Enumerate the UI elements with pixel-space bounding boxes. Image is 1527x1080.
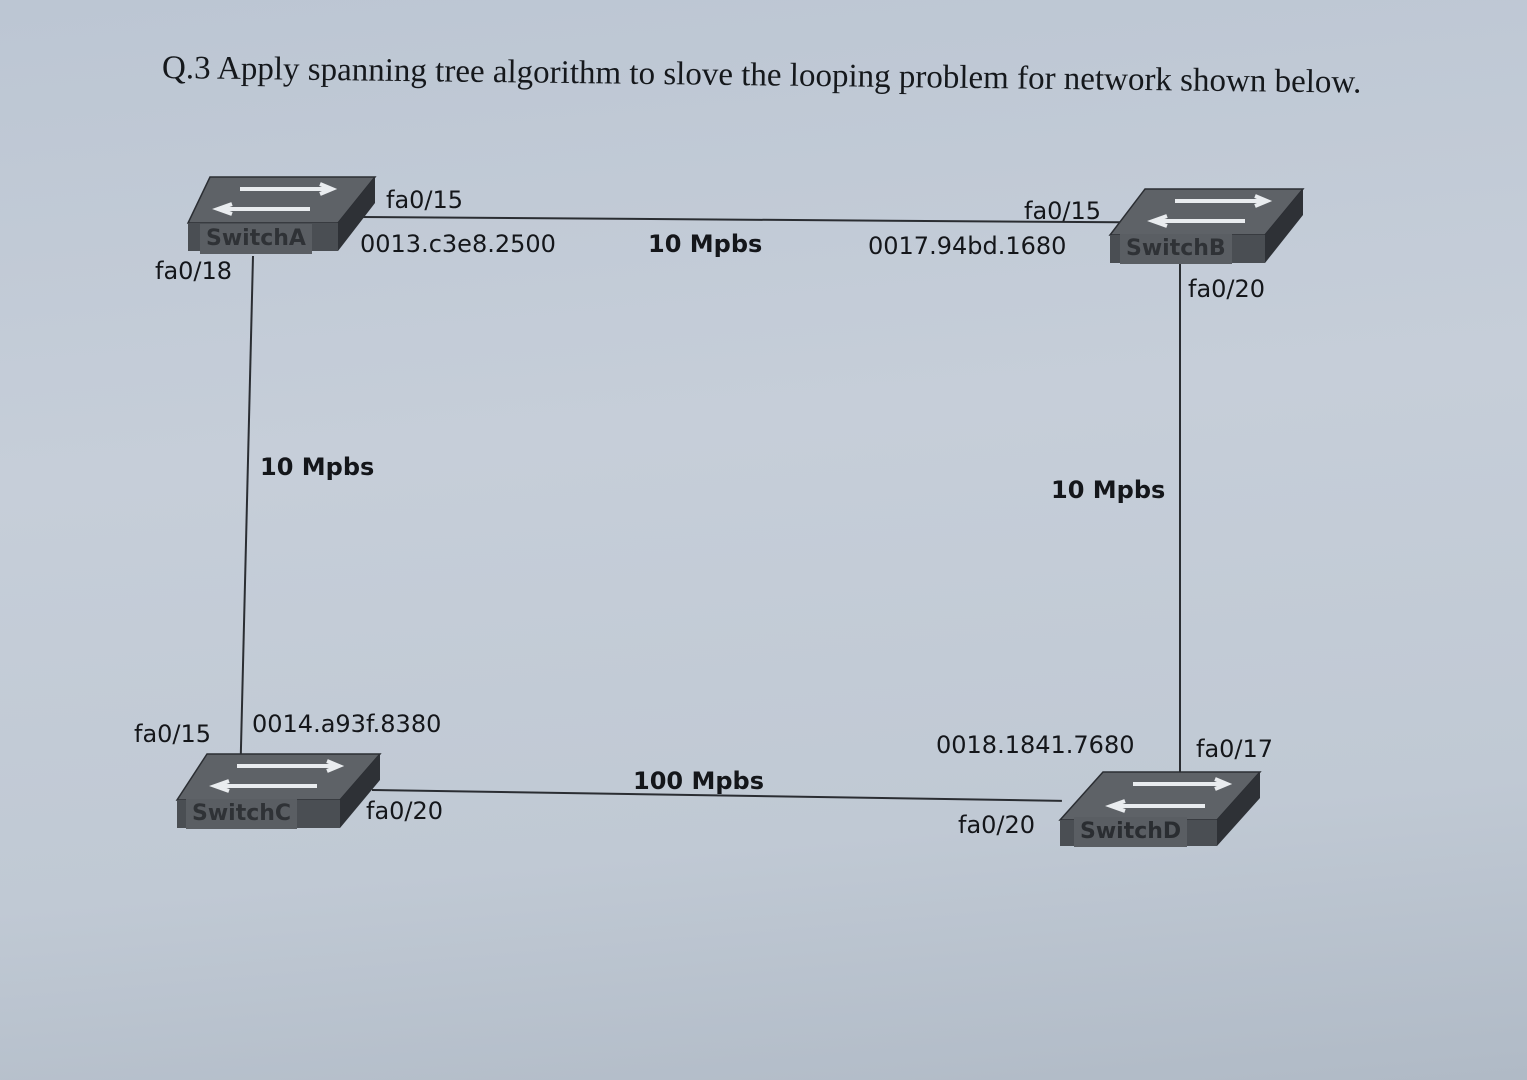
port-a-ac: fa0/18: [155, 257, 233, 285]
port-d-cd: fa0/20: [958, 811, 1036, 839]
port-c-ac: fa0/15: [134, 720, 212, 748]
port-b-bd: fa0/20: [1188, 275, 1266, 303]
link-bd-speed: 10 Mpbs: [1051, 476, 1166, 504]
switch-a-mac: 0013.c3e8.2500: [360, 230, 556, 258]
port-d-bd: fa0/17: [1196, 735, 1274, 763]
switch-b-label: SwitchB: [1120, 234, 1232, 264]
switch-a-label: SwitchA: [200, 224, 312, 254]
switch-b-mac: 0017.94bd.1680: [868, 232, 1067, 260]
switch-d-mac: 0018.1841.7680: [936, 731, 1135, 759]
link-a-b: [359, 216, 1120, 224]
switch-c-label: SwitchC: [186, 799, 298, 829]
port-c-cd: fa0/20: [366, 797, 444, 825]
link-ac-speed: 10 Mpbs: [260, 453, 375, 481]
switch-d-label: SwitchD: [1074, 817, 1188, 847]
link-b-d: [1179, 262, 1181, 782]
question-text: Q.3 Apply spanning tree algorithm to slo…: [161, 50, 1362, 101]
port-a-ab: fa0/15: [386, 186, 464, 214]
switch-c-mac: 0014.a93f.8380: [252, 710, 442, 738]
link-ab-speed: 10 Mpbs: [648, 230, 763, 258]
link-a-c: [239, 255, 254, 766]
link-cd-speed: 100 Mpbs: [633, 767, 764, 795]
port-b-ab: fa0/15: [1024, 197, 1102, 225]
